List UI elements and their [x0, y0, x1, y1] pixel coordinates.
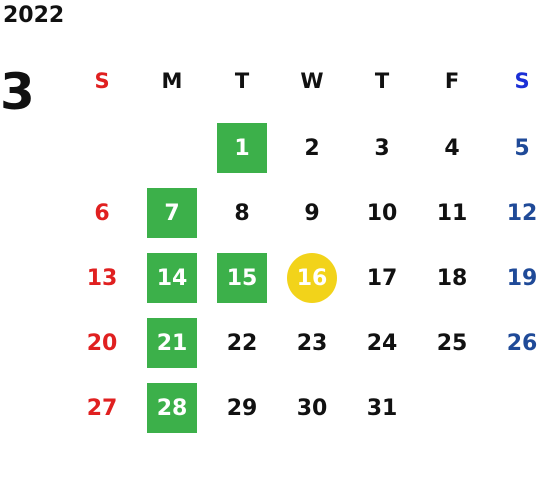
day-19[interactable]: 19 [506, 265, 538, 291]
day-9[interactable]: 9 [304, 200, 320, 226]
day-28[interactable]: 28 [147, 383, 197, 433]
day-25[interactable]: 25 [436, 330, 468, 356]
calendar-week-2: 6 7 8 9 10 11 12 [67, 188, 548, 238]
day-15[interactable]: 15 [217, 253, 267, 303]
day-cell-empty [67, 123, 137, 173]
day-5[interactable]: 5 [514, 135, 530, 161]
calendar-week-1: 1 2 3 4 5 [67, 123, 548, 173]
day-26[interactable]: 26 [506, 330, 538, 356]
day-6[interactable]: 6 [94, 200, 110, 226]
day-11[interactable]: 11 [436, 200, 468, 226]
weekday-header-tue: T [234, 69, 250, 93]
day-31[interactable]: 31 [366, 395, 398, 421]
day-30[interactable]: 30 [296, 395, 328, 421]
day-23[interactable]: 23 [296, 330, 328, 356]
day-12[interactable]: 12 [506, 200, 538, 226]
weekday-header-sun: S [94, 69, 110, 93]
calendar-week-3: 13 14 15 16 17 18 19 [67, 253, 548, 303]
day-22[interactable]: 22 [226, 330, 258, 356]
weekday-header-sat: S [514, 69, 530, 93]
day-7[interactable]: 7 [147, 188, 197, 238]
day-10[interactable]: 10 [366, 200, 398, 226]
day-16-today[interactable]: 16 [287, 253, 337, 303]
day-14[interactable]: 14 [147, 253, 197, 303]
weekday-header-thu: T [374, 69, 390, 93]
day-2[interactable]: 2 [304, 135, 320, 161]
day-20[interactable]: 20 [86, 330, 118, 356]
day-13[interactable]: 13 [86, 265, 118, 291]
day-cell-empty [137, 123, 207, 173]
weekday-header-wed: W [300, 69, 324, 93]
day-27[interactable]: 27 [86, 395, 118, 421]
weekday-header-row: S M T W T F S [67, 58, 548, 104]
day-17[interactable]: 17 [366, 265, 398, 291]
calendar-month: 3 [0, 63, 35, 121]
day-24[interactable]: 24 [366, 330, 398, 356]
day-3[interactable]: 3 [374, 135, 390, 161]
day-cell-empty [417, 383, 487, 433]
weekday-header-fri: F [444, 69, 460, 93]
calendar-week-4: 20 21 22 23 24 25 26 [67, 318, 548, 368]
day-29[interactable]: 29 [226, 395, 258, 421]
day-8[interactable]: 8 [234, 200, 250, 226]
calendar-week-5: 27 28 29 30 31 [67, 383, 548, 433]
day-4[interactable]: 4 [444, 135, 460, 161]
day-18[interactable]: 18 [436, 265, 468, 291]
day-21[interactable]: 21 [147, 318, 197, 368]
day-cell-empty [487, 383, 548, 433]
day-1[interactable]: 1 [217, 123, 267, 173]
calendar-grid: S M T W T F S 1 2 3 4 5 6 7 8 9 10 11 12… [67, 58, 548, 448]
weekday-header-mon: M [161, 69, 183, 93]
calendar-year: 2022 [3, 3, 65, 28]
